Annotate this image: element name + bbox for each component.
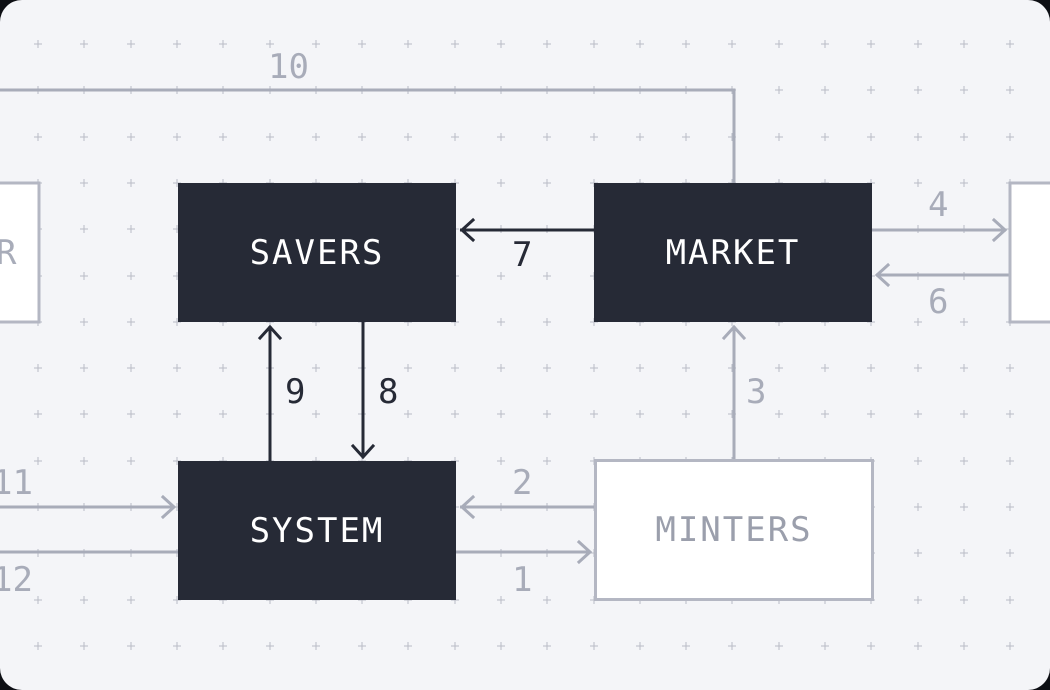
node-savers[interactable]: SAVERS [178,183,456,322]
edge-label-4: 4 [928,185,949,225]
arrow-6 [874,262,891,288]
left-partial-node-label: R [0,233,17,273]
edge-label-7: 7 [512,235,533,275]
edge-label-2: 2 [512,463,533,503]
edge-10 [0,88,736,183]
arrow-11 [160,494,177,520]
edge-label-9: 9 [285,372,306,412]
arrow-1 [576,539,593,565]
node-savers-label: SAVERS [249,232,385,273]
edge-label-1: 1 [512,560,533,600]
arrow-8 [350,443,376,460]
arrow-3 [721,324,747,341]
node-system[interactable]: SYSTEM [178,461,456,600]
node-minters[interactable]: MINTERS [594,459,874,601]
node-minters-label: MINTERS [655,510,813,550]
edge-label-6: 6 [928,282,949,322]
edge-label-12: 12 [0,560,33,600]
left-partial-node-box [0,181,41,324]
edge-label-10: 10 [268,47,309,87]
arrow-2 [459,494,476,520]
edge-label-3: 3 [746,372,767,412]
node-system-label: SYSTEM [249,510,385,551]
edge-label-8: 8 [378,372,399,412]
edge-label-11: 11 [0,463,33,503]
arrow-9 [257,324,283,341]
node-market[interactable]: MARKET [594,183,872,322]
node-market-label: MARKET [665,232,801,273]
right-partial-node-box [1008,181,1050,324]
arrow-7 [459,217,476,243]
arrow-4 [991,217,1008,243]
edges [0,88,1010,565]
